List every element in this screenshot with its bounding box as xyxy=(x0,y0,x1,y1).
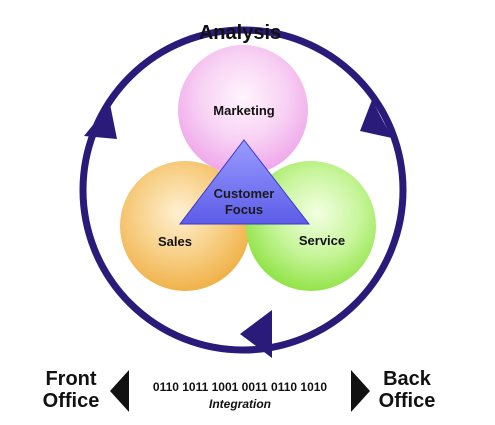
marketing-circle xyxy=(178,45,308,175)
service-label: Service xyxy=(299,233,345,248)
focus-label: Focus xyxy=(225,202,263,217)
cycle-arrow-icon xyxy=(240,310,272,358)
sales-label: Sales xyxy=(158,234,192,249)
cycle-ring xyxy=(79,26,407,354)
right-arrow-icon xyxy=(351,370,370,412)
binary-string: 0110 1011 1001 0011 0110 1010 xyxy=(153,380,328,394)
back-label: Back xyxy=(383,368,432,390)
integration-label: Integration xyxy=(209,397,271,411)
back-office-label: Office xyxy=(379,390,436,412)
customer-label: Customer xyxy=(214,186,275,201)
left-arrow-icon xyxy=(110,370,129,412)
front-label: Front xyxy=(45,368,96,390)
marketing-label: Marketing xyxy=(213,103,274,118)
analysis-title: Analysis xyxy=(199,22,281,44)
front-office-label: Office xyxy=(43,390,100,412)
cycle-arrow-icon xyxy=(84,104,117,139)
cycle-arrow-icon xyxy=(360,100,392,138)
customer-focus-triangle xyxy=(178,139,311,225)
